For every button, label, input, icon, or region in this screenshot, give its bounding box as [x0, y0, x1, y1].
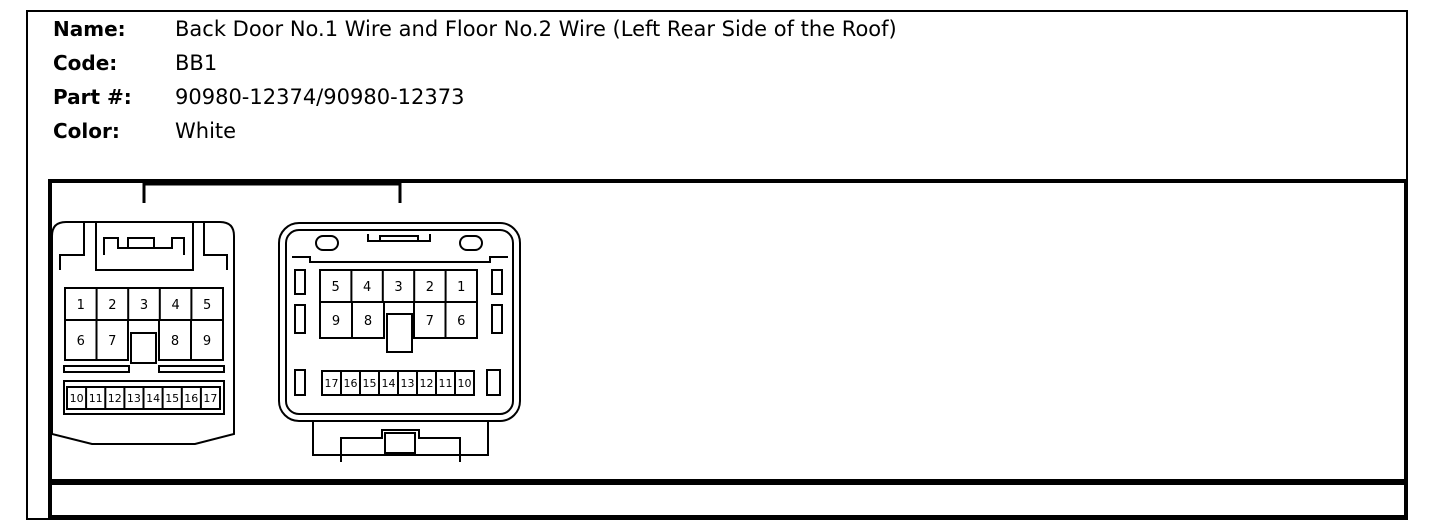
female-right-post-1 [491, 269, 503, 295]
male-pin-label: 10 [70, 392, 84, 405]
male-row1-cavities [64, 287, 224, 321]
female-right-post-2 [491, 304, 503, 334]
female-right-post-3 [486, 369, 501, 396]
male-latch-body [95, 222, 194, 271]
female-left-post-3 [294, 369, 306, 396]
female-center-key [386, 313, 413, 353]
male-pin-label: 17 [203, 392, 217, 405]
male-pin-label: 8 [171, 334, 179, 349]
female-pin-label: 8 [364, 314, 372, 329]
male-center-key [130, 332, 157, 364]
female-row1-cavities [319, 269, 478, 303]
male-pin-label: 6 [77, 334, 85, 349]
female-pin-label: 6 [457, 314, 465, 329]
male-pin-label: 15 [165, 392, 179, 405]
female-pin-label: 15 [363, 377, 377, 390]
male-connector [51, 221, 235, 445]
female-right-slot [459, 235, 483, 251]
male-pin-label: 5 [203, 298, 211, 313]
female-pin-label: 14 [382, 377, 396, 390]
female-left-post-2 [294, 304, 306, 334]
male-pin-label: 7 [108, 334, 116, 349]
female-connector-housing [278, 222, 521, 422]
female-lock-lever [340, 429, 461, 462]
female-pin-label: 5 [332, 280, 340, 295]
color-value: White [175, 119, 237, 143]
female-top-rail [292, 256, 508, 263]
female-pin-label: 3 [394, 280, 402, 295]
male-pin-label: 3 [140, 298, 148, 313]
female-pin-label: 7 [426, 314, 434, 329]
pair-bracket [142, 182, 402, 203]
male-row1-dividers [95, 288, 193, 320]
male-right-rib [158, 365, 225, 373]
part-number-value: 90980-12374/90980-12373 [175, 85, 465, 109]
female-pin-label: 11 [439, 377, 453, 390]
male-pin-label: 12 [108, 392, 122, 405]
diagram-panel [48, 179, 1408, 483]
male-pin-label: 14 [146, 392, 160, 405]
female-connector [278, 222, 521, 462]
female-left-post-1 [294, 269, 306, 295]
male-pin-label: 1 [77, 298, 85, 313]
female-pin-label: 4 [363, 280, 371, 295]
male-pin-label: 4 [171, 298, 179, 313]
female-row3-dividers [340, 371, 456, 395]
female-pin-label: 13 [401, 377, 415, 390]
male-right-rail [203, 222, 228, 270]
female-top-key-inner [379, 235, 419, 242]
female-pin-label: 1 [457, 280, 465, 295]
male-left-rib [63, 365, 130, 373]
female-left-slot [315, 235, 339, 251]
male-left-rail [59, 222, 85, 270]
male-latch-tab [127, 237, 155, 249]
female-pin-label: 12 [420, 377, 434, 390]
male-pin-label: 11 [89, 392, 103, 405]
female-pin-label: 16 [344, 377, 358, 390]
part-number-label: Part #: [53, 85, 132, 109]
female-inner-frame [285, 229, 514, 415]
name-label: Name: [53, 17, 126, 41]
code-value: BB1 [175, 51, 218, 75]
male-pin-label: 16 [184, 392, 198, 405]
female-lock-housing [312, 421, 489, 456]
female-pin-label: 2 [426, 280, 434, 295]
female-pin-label: 17 [325, 377, 339, 390]
female-pin-label: 9 [332, 314, 340, 329]
male-row3-frame [63, 380, 225, 415]
male-connector-housing [51, 221, 235, 445]
female-row1-dividers [350, 270, 447, 302]
male-pin-label: 9 [203, 334, 211, 349]
name-value: Back Door No.1 Wire and Floor No.2 Wire … [175, 17, 897, 41]
male-latch-arm [103, 237, 185, 255]
male-pin-label: 2 [108, 298, 116, 313]
color-label: Color: [53, 119, 120, 143]
female-lock-tab [384, 432, 416, 454]
code-label: Code: [53, 51, 118, 75]
male-pin-label: 13 [127, 392, 141, 405]
male-row3-dividers [85, 387, 202, 409]
footer-panel [48, 481, 1408, 519]
female-pin-label: 10 [458, 377, 472, 390]
